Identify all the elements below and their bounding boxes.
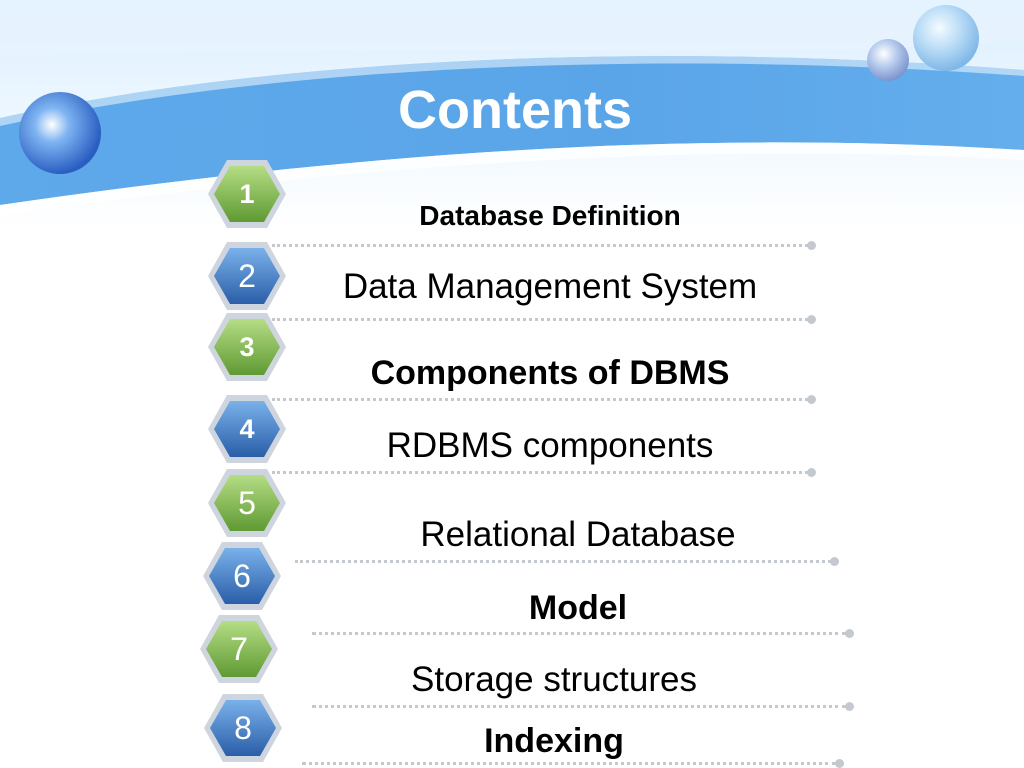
divider-5 (295, 557, 839, 566)
item-label-5: Relational Database (420, 515, 736, 554)
item-label-8: Indexing (484, 722, 624, 760)
hex-number-8: 8 (234, 710, 252, 746)
hex-number-1: 1 (239, 178, 255, 209)
hex-badge-2: 2 (207, 240, 287, 312)
divider-4 (272, 468, 816, 477)
divider-dot (807, 241, 816, 250)
divider-2 (272, 315, 816, 324)
item-label-2: Data Management System (342, 267, 758, 306)
divider-6 (312, 629, 854, 638)
hex-badge-1: 1 (207, 158, 287, 230)
divider-7 (312, 702, 854, 711)
divider-3 (272, 395, 816, 404)
hex-number-6: 6 (233, 558, 251, 594)
item-label-3: Components of DBMS (370, 354, 730, 392)
divider-1 (272, 241, 816, 250)
hex-number-5: 5 (238, 485, 256, 521)
hex-number-3: 3 (239, 331, 255, 362)
divider-dot (845, 629, 854, 638)
divider-dot (807, 315, 816, 324)
item-label-4: RDBMS components (386, 426, 714, 465)
hex-badge-7: 7 (199, 613, 279, 685)
divider-dot (830, 557, 839, 566)
divider-dot (807, 395, 816, 404)
hex-number-7: 7 (230, 631, 248, 667)
divider-dot (807, 468, 816, 477)
hex-number-4: 4 (239, 413, 255, 444)
divider-dot (845, 702, 854, 711)
item-label-6: Model (528, 589, 628, 627)
hex-number-2: 2 (238, 258, 256, 294)
hex-badge-3: 3 (207, 311, 287, 383)
slide-title: Contents (398, 80, 632, 140)
hex-badge-5: 5 (207, 467, 287, 539)
hex-badge-8: 8 (203, 692, 283, 764)
divider-8 (302, 759, 844, 768)
hex-badge-4: 4 (207, 393, 287, 465)
hex-badge-6: 6 (202, 540, 282, 612)
item-label-1: Database Definition (419, 200, 681, 231)
item-label-7: Storage structures (411, 660, 697, 699)
divider-dot (835, 759, 844, 768)
